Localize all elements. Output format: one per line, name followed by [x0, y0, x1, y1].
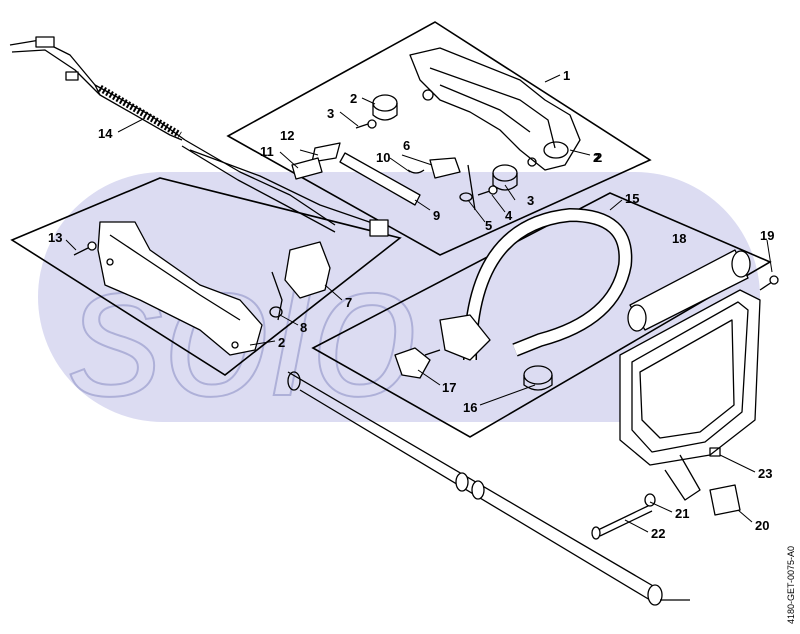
drawing-code: 4180-GET-0075-A0 — [786, 546, 796, 624]
drive-tube — [287, 371, 690, 606]
callout-part-13: 13 — [48, 230, 62, 245]
clamp-parts — [591, 484, 741, 540]
cable-harness — [9, 36, 389, 237]
callout-labels: 1 2 2 3 2 12 11 6 10 3 9 5 4 14 15 13 18… — [48, 68, 774, 541]
callout-part-8: 8 — [300, 320, 307, 335]
callout-part-11: 11 — [260, 144, 274, 159]
callout-part-16: 16 — [463, 400, 477, 415]
callout-part-15: 15 — [625, 191, 639, 206]
callout-part-3: 3 — [327, 106, 334, 121]
callout-part-2: 2 — [350, 91, 357, 106]
callout-part-6: 6 — [403, 138, 410, 153]
grip-sleeve — [627, 249, 751, 332]
small-parts — [291, 142, 476, 211]
upper-handle-housing — [409, 47, 581, 171]
panel-upper-handle — [226, 21, 652, 256]
callout-part-4: 4 — [505, 208, 513, 223]
loop-handle-hose — [394, 208, 633, 391]
callout-part-23: 23 — [758, 466, 772, 481]
callout-part-19: 19 — [760, 228, 774, 243]
callout-part-21: 21 — [675, 506, 689, 521]
callout-part-2: 2 — [595, 150, 602, 165]
callout-part-20: 20 — [755, 518, 769, 533]
callout-part-5: 5 — [485, 218, 492, 233]
callout-part-17: 17 — [442, 380, 456, 395]
panel-control-handle — [10, 177, 402, 376]
parts — [9, 36, 779, 606]
leader-lines — [65, 74, 773, 533]
callout-part-14: 14 — [98, 126, 113, 141]
callout-part-22: 22 — [651, 526, 665, 541]
callout-part-10: 10 — [376, 150, 390, 165]
callout-part-7: 7 — [345, 295, 352, 310]
control-handle — [97, 221, 331, 356]
loop-handle-frame — [619, 289, 761, 501]
callout-part-12: 12 — [280, 128, 294, 143]
callout-part-2: 2 — [278, 335, 285, 350]
callout-part-9: 9 — [433, 208, 440, 223]
callout-part-3: 3 — [527, 193, 534, 208]
screw — [73, 119, 779, 291]
callout-part-2b: 2 — [593, 150, 600, 165]
callout-part-18: 18 — [672, 231, 686, 246]
callout-part-1: 1 — [563, 68, 570, 83]
